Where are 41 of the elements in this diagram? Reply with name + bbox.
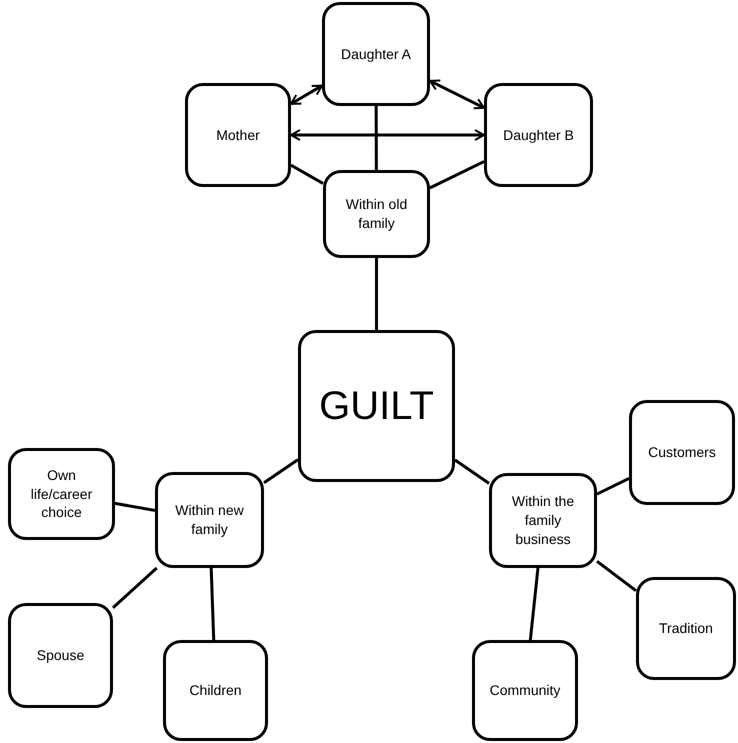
rounded-box bbox=[322, 2, 430, 106]
box-label: Spouse bbox=[36, 646, 84, 665]
connector-line bbox=[375, 258, 378, 330]
rounded-box bbox=[629, 400, 735, 505]
box-label: Customers bbox=[648, 443, 716, 462]
box-label: Within the family business bbox=[510, 492, 576, 549]
double-arrow bbox=[429, 79, 485, 110]
box-label: Within old family bbox=[344, 195, 408, 233]
connector-line bbox=[263, 458, 299, 484]
rounded-box bbox=[8, 603, 113, 708]
connector-line bbox=[114, 502, 156, 512]
rounded-box bbox=[484, 83, 593, 187]
box-label: GUILT bbox=[319, 383, 434, 430]
connector-line bbox=[210, 568, 216, 640]
box-label: Daughter B bbox=[503, 126, 574, 144]
rounded-box bbox=[298, 330, 455, 482]
box-label: Children bbox=[189, 681, 242, 700]
box-label: Own life/career choice bbox=[30, 466, 94, 522]
connector-line bbox=[429, 160, 485, 190]
connector-line bbox=[290, 164, 324, 185]
rounded-box bbox=[155, 472, 264, 568]
connector-line bbox=[454, 458, 490, 485]
box-label: Within new family bbox=[174, 501, 245, 539]
connector-line bbox=[374, 106, 378, 170]
connector-line bbox=[528, 568, 540, 640]
rounded-box bbox=[163, 640, 268, 741]
box-label: Tradition bbox=[659, 619, 713, 638]
connector-line bbox=[596, 560, 637, 592]
rounded-box bbox=[185, 83, 291, 187]
rounded-box bbox=[8, 448, 115, 540]
box-label: Mother bbox=[216, 126, 260, 144]
rounded-box bbox=[636, 577, 736, 680]
double-arrow bbox=[290, 129, 485, 141]
double-arrow bbox=[290, 84, 323, 106]
rounded-box bbox=[472, 640, 578, 741]
connector-line bbox=[112, 566, 158, 609]
rounded-box bbox=[489, 473, 597, 568]
rounded-box bbox=[323, 170, 430, 258]
connector-line bbox=[596, 477, 630, 496]
box-label: Community bbox=[490, 681, 560, 700]
box-label: Daughter A bbox=[340, 44, 412, 64]
